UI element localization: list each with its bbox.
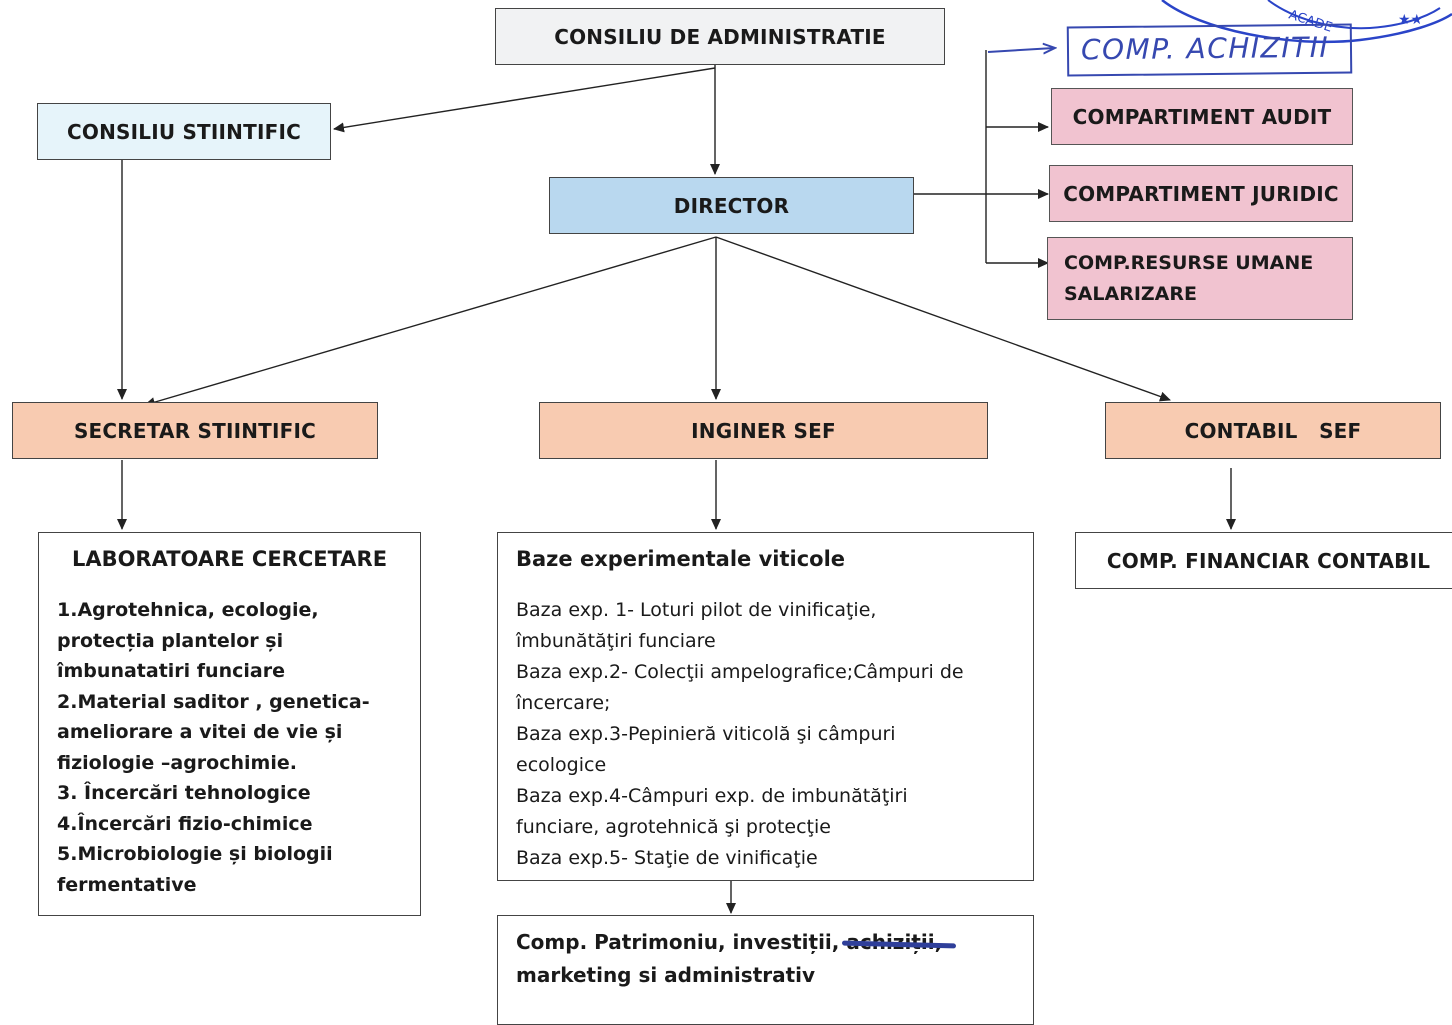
baze-line: Baza exp.4-Câmpuri exp. de imbunătăţiri <box>516 785 908 807</box>
laboratoare-line: ameliorare a vitei de vie și <box>57 721 343 743</box>
comp-achizitii-handwritten-label: COMP. ACHIZITII <box>1080 30 1330 67</box>
consiliu-stiintific-label: CONSILIU STIINTIFIC <box>67 119 301 144</box>
comp-patrimoniu-box: Comp. Patrimoniu, investiții, achiziții,… <box>497 915 1034 1025</box>
baze-line: Baza exp.3-Pepinieră viticolă şi câmpuri <box>516 723 896 745</box>
comp-resurse-umane-box: COMP.RESURSE UMANE SALARIZARE <box>1047 237 1353 320</box>
laboratoare-line: protecția plantelor și <box>57 629 284 652</box>
comp-achizitii-box: COMP. ACHIZITII <box>1066 23 1353 77</box>
consiliu-administratie-box: CONSILIU DE ADMINISTRATIE <box>495 8 945 65</box>
laboratoare-line: 1.Agrotehnica, ecologie, <box>57 599 319 621</box>
comp-resurse-umane-label: COMP.RESURSE UMANE <box>1064 252 1314 274</box>
baze-line: funciare, agrotehnică şi protecţie <box>516 816 831 838</box>
salarizare-label: SALARIZARE <box>1064 283 1197 305</box>
laboratoare-line: 4.Încercări fizio-chimice <box>57 812 313 835</box>
inginer-sef-box: INGINER SEF <box>539 402 988 459</box>
laboratoare-line: 5.Microbiologie și biologii <box>57 843 333 865</box>
laboratoare-line: 2.Material saditor , genetica- <box>57 690 370 713</box>
comp-juridic-label: COMPARTIMENT JURIDIC <box>1063 181 1339 206</box>
laboratoare-line: 3. Încercări tehnologice <box>57 782 311 804</box>
director-label: DIRECTOR <box>673 193 790 218</box>
patrimoniu-struck-text: achiziții, <box>846 930 943 954</box>
consiliu-administratie-label: CONSILIU DE ADMINISTRATIE <box>554 24 886 49</box>
baze-line: îmbunătăţiri funciare <box>516 630 716 652</box>
patrimoniu-label-line2: marketing si administrativ <box>516 963 816 987</box>
inginer-sef-label: INGINER SEF <box>691 418 836 443</box>
laboratoare-line: fermentative <box>57 873 197 896</box>
comp-financiar-contabil-box: COMP. FINANCIAR CONTABIL <box>1075 532 1452 589</box>
secretar-stiintific-label: SECRETAR STIINTIFIC <box>73 418 317 443</box>
baze-list: Baza exp. 1- Loturi pilot de vinificaţie… <box>516 595 1023 874</box>
laboratoare-list: 1.Agrotehnica, ecologie, protecția plant… <box>57 595 410 900</box>
comp-juridic-box: COMPARTIMENT JURIDIC <box>1049 165 1353 222</box>
secretar-stiintific-box: SECRETAR STIINTIFIC <box>12 402 378 459</box>
contabil-sef-label: CONTABIL SEF <box>1184 418 1362 443</box>
contabil-sef-box: CONTABIL SEF <box>1105 402 1441 459</box>
baze-line: Baza exp.5- Staţie de vinificaţie <box>516 847 818 869</box>
baze-experimentale-box: Baze experimentale viticole Baza exp. 1-… <box>497 532 1034 881</box>
laboratoare-line: fiziologie –agrochimie. <box>57 751 297 774</box>
laboratoare-title: LABORATOARE CERCETARE <box>71 547 388 571</box>
director-box: DIRECTOR <box>549 177 914 234</box>
baze-line: Baza exp. 1- Loturi pilot de vinificaţie… <box>516 599 877 621</box>
svg-text:★★: ★★ <box>1398 12 1423 28</box>
baze-line: ecologice <box>516 754 607 776</box>
baze-line: încercare; <box>516 692 611 714</box>
consiliu-stiintific-box: CONSILIU STIINTIFIC <box>37 103 331 160</box>
baze-line: Baza exp.2- Colecţii ampelografice;Câmpu… <box>516 661 964 683</box>
patrimoniu-label-part1: Comp. Patrimoniu, investiții, <box>516 930 847 954</box>
comp-financiar-contabil-label: COMP. FINANCIAR CONTABIL <box>1106 548 1431 573</box>
comp-audit-label: COMPARTIMENT AUDIT <box>1072 104 1332 129</box>
baze-title: Baze experimentale viticole <box>516 547 846 571</box>
laboratoare-line: îmbunatatiri funciare <box>57 660 285 682</box>
laboratoare-cercetare-box: LABORATOARE CERCETARE 1.Agrotehnica, eco… <box>38 532 421 916</box>
comp-audit-box: COMPARTIMENT AUDIT <box>1051 88 1353 145</box>
